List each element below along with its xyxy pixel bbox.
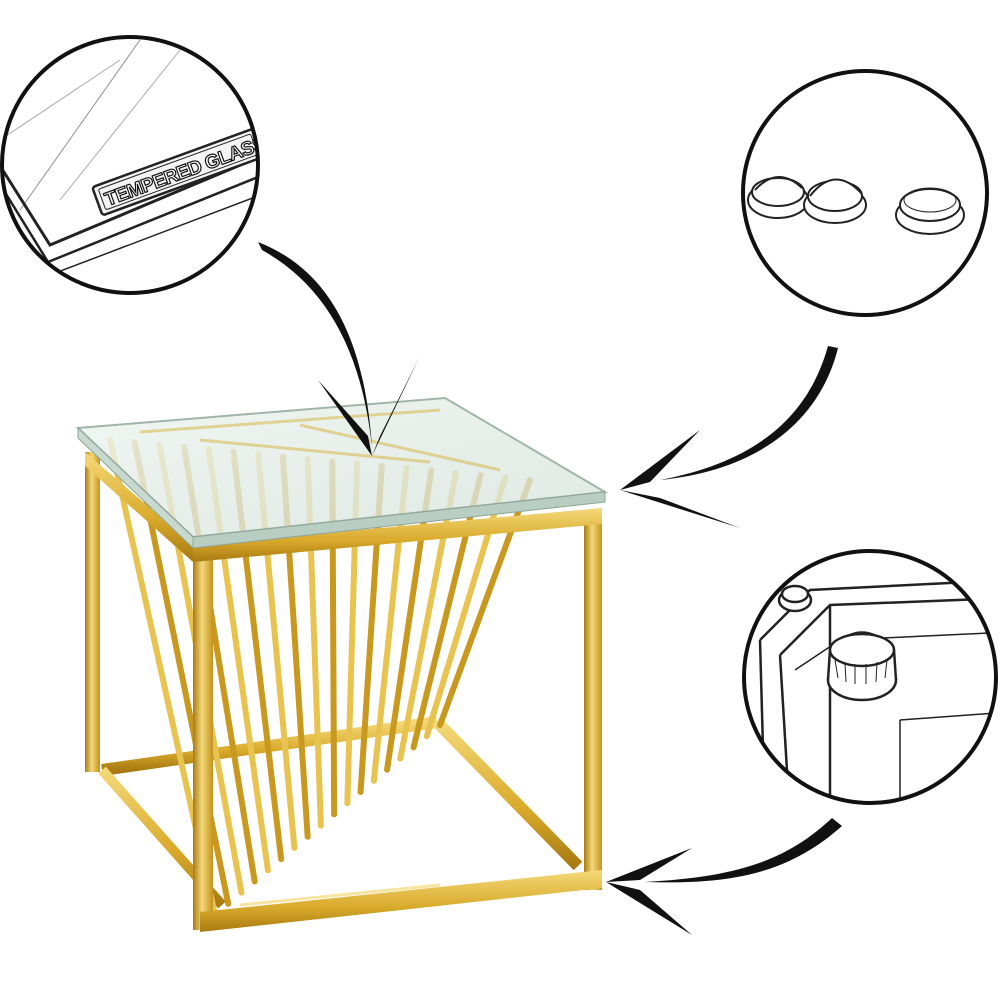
table-back-frame xyxy=(98,520,583,909)
rod xyxy=(397,469,459,762)
callout-pad-installed xyxy=(742,549,998,805)
callout-bumper-pads xyxy=(741,69,989,317)
gold-glass-side-table-icon xyxy=(75,396,609,932)
arrow-to-table-top-edge xyxy=(620,346,838,528)
table-front-frame xyxy=(85,452,602,932)
callout-tempered-glass: TEMPERED GLASS xyxy=(0,35,260,295)
tempered-glass-top xyxy=(75,396,609,550)
bumper-pad-on-frame-corner-icon xyxy=(758,578,996,803)
rubber-bumper-pads-icon xyxy=(747,176,965,235)
arrow-to-glass-top xyxy=(258,242,420,456)
arrow-to-table-bottom-corner xyxy=(606,818,842,935)
